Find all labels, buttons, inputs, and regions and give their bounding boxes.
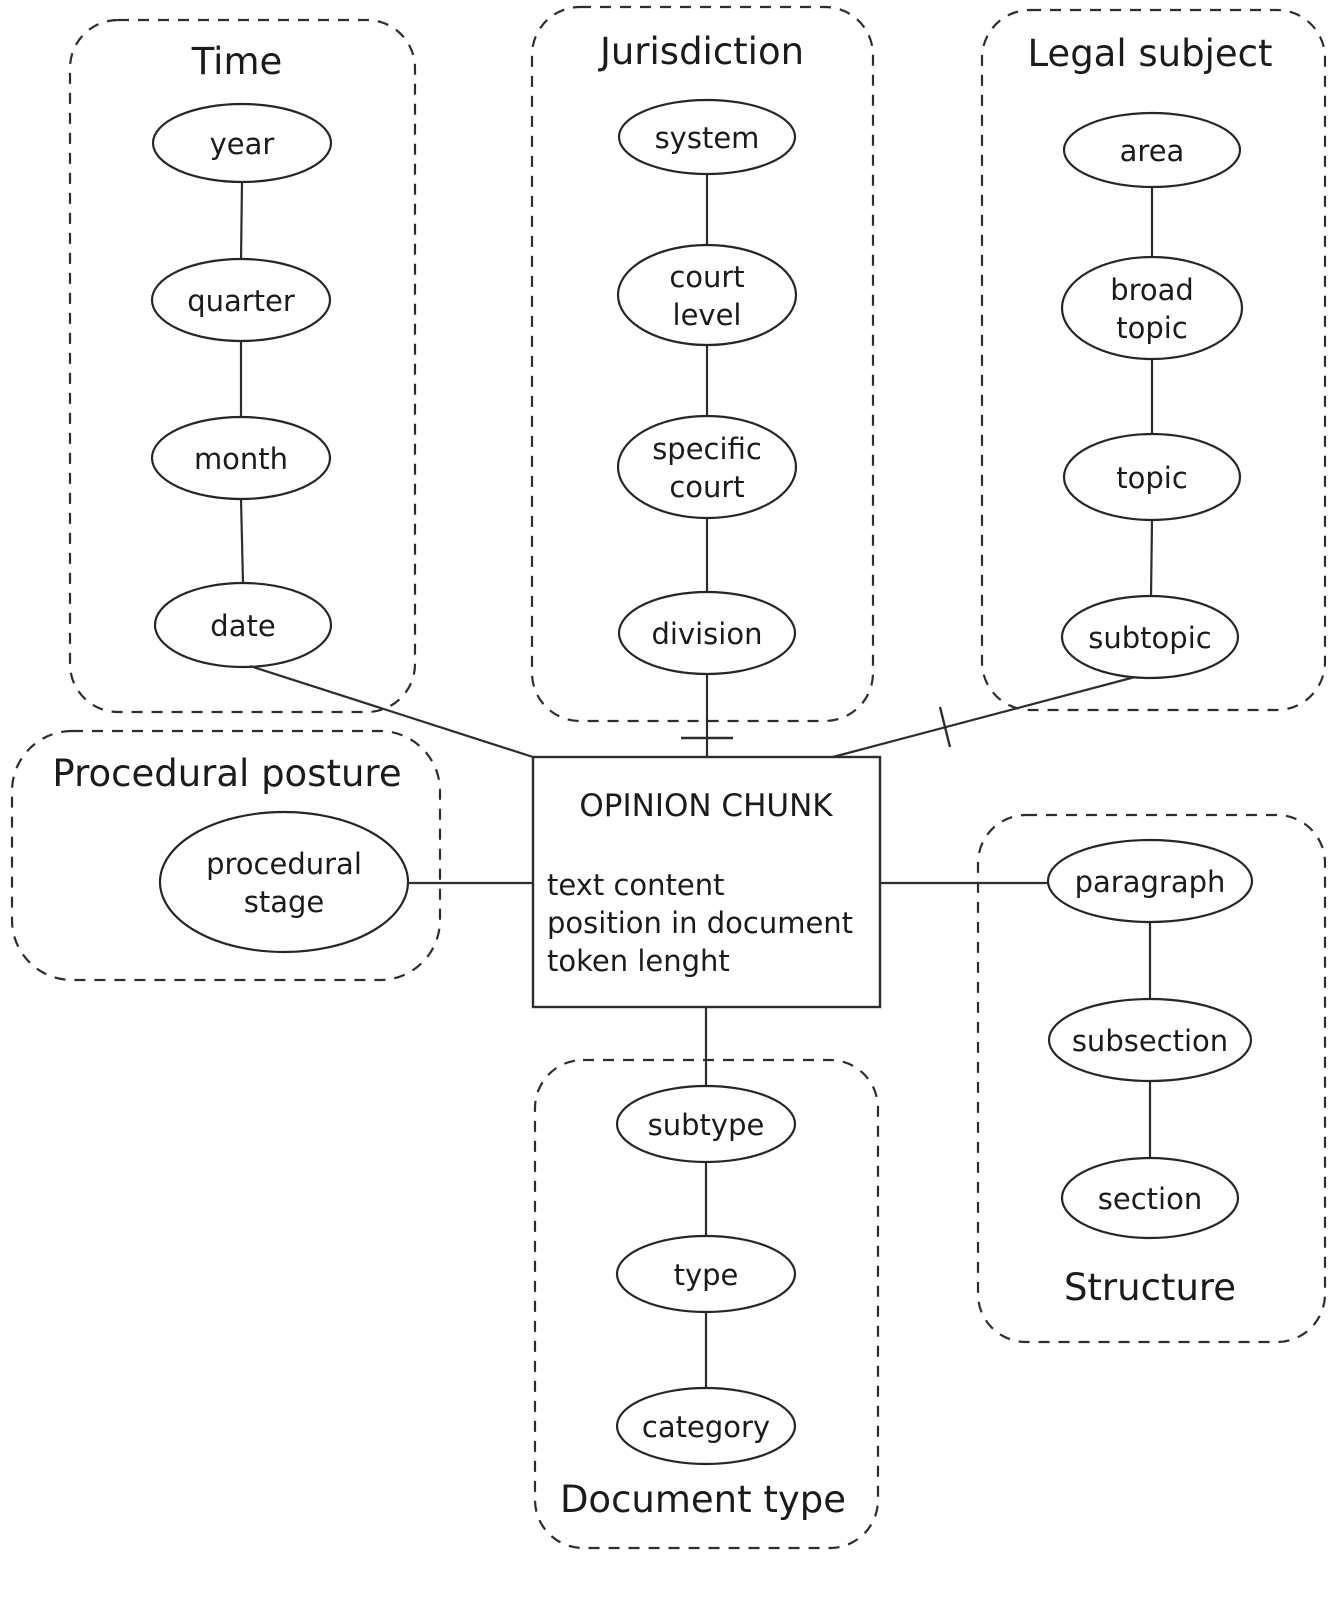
node-procedural-stage-label-line2: stage (244, 885, 325, 919)
node-broad-topic (1060, 255, 1244, 361)
group-structure-title: Structure (1064, 1266, 1236, 1309)
group-jurisdiction-border (530, 5, 875, 723)
node-area (1062, 111, 1242, 189)
group-time-title: Time (191, 40, 283, 83)
entity-box (531, 755, 882, 1009)
edge-topic-subtopic (1149, 519, 1154, 598)
group-document-type: Document type subtype type category (533, 1058, 880, 1550)
group-legal-subject-title: Legal subject (1027, 32, 1272, 75)
group-legal-subject: Legal subject area broad topic topic sub… (980, 8, 1327, 712)
node-broad-topic-label-line2: topic (1116, 311, 1188, 345)
cardinality-tick-subtopic (938, 706, 952, 748)
node-date (153, 581, 333, 669)
edge-date-entity (249, 664, 534, 759)
node-year (151, 102, 333, 184)
node-system (617, 98, 797, 176)
node-month (150, 415, 332, 501)
node-section-label: section (1098, 1182, 1202, 1216)
node-quarter-label: quarter (187, 284, 295, 318)
group-time-border (68, 18, 417, 714)
node-procedural-stage-label-line1: procedural (206, 847, 362, 881)
group-procedural-posture-border (10, 729, 442, 982)
entity-opinion-chunk: OPINION CHUNK text content position in d… (531, 755, 882, 1009)
node-division-label: division (652, 617, 763, 651)
entity-title: OPINION CHUNK (579, 788, 833, 824)
node-area-label: area (1120, 134, 1185, 168)
entity-relationships (249, 664, 1136, 1086)
entity-attribute-text-content: text content (547, 868, 724, 902)
node-subtopic-label: subtopic (1088, 621, 1211, 655)
group-legal-subject-border (980, 8, 1327, 712)
edge-year-quarter (239, 181, 244, 262)
group-jurisdiction-title: Jurisdiction (598, 30, 804, 73)
node-section (1060, 1156, 1240, 1240)
entity-attribute-position: position in document (547, 906, 853, 940)
group-procedural-posture-title: Procedural posture (52, 752, 401, 795)
node-quarter (150, 257, 332, 343)
node-type (615, 1234, 797, 1314)
group-document-type-title: Document type (560, 1478, 846, 1521)
node-topic (1062, 432, 1242, 522)
entity-attribute-token-length: token lenght (547, 944, 730, 978)
node-system-label: system (655, 121, 760, 155)
node-court-level (616, 243, 798, 347)
node-type-label: type (674, 1258, 739, 1292)
node-month-label: month (194, 442, 288, 476)
edge-month-date (239, 498, 245, 584)
node-court-level-label-line1: court (669, 260, 744, 294)
node-category-label: category (642, 1410, 770, 1444)
node-specific-court-label-line2: court (669, 470, 744, 504)
node-year-label: year (210, 127, 275, 161)
node-paragraph (1046, 838, 1254, 924)
node-date-label: date (210, 609, 275, 643)
node-specific-court-label-line1: specific (652, 432, 762, 466)
node-subsection (1047, 997, 1253, 1083)
node-broad-topic-label-line1: broad (1110, 273, 1194, 307)
group-structure: Structure paragraph subsection section (976, 813, 1327, 1344)
node-category (615, 1386, 797, 1466)
group-jurisdiction: Jurisdiction system court level specific… (530, 5, 875, 723)
node-subsection-label: subsection (1072, 1024, 1228, 1058)
edge-subtopic-entity (828, 675, 1136, 760)
node-court-level-label-line2: level (673, 298, 742, 332)
group-structure-border (976, 813, 1327, 1344)
group-procedural-posture: Procedural posture procedural stage (10, 729, 442, 982)
node-paragraph-label: paragraph (1075, 865, 1226, 899)
node-specific-court (616, 414, 798, 520)
node-procedural-stage (158, 810, 410, 954)
group-time: Time year quarter month date (68, 18, 417, 714)
node-topic-label: topic (1116, 461, 1188, 495)
node-subtype-label: subtype (648, 1108, 765, 1142)
node-subtopic (1060, 594, 1240, 680)
